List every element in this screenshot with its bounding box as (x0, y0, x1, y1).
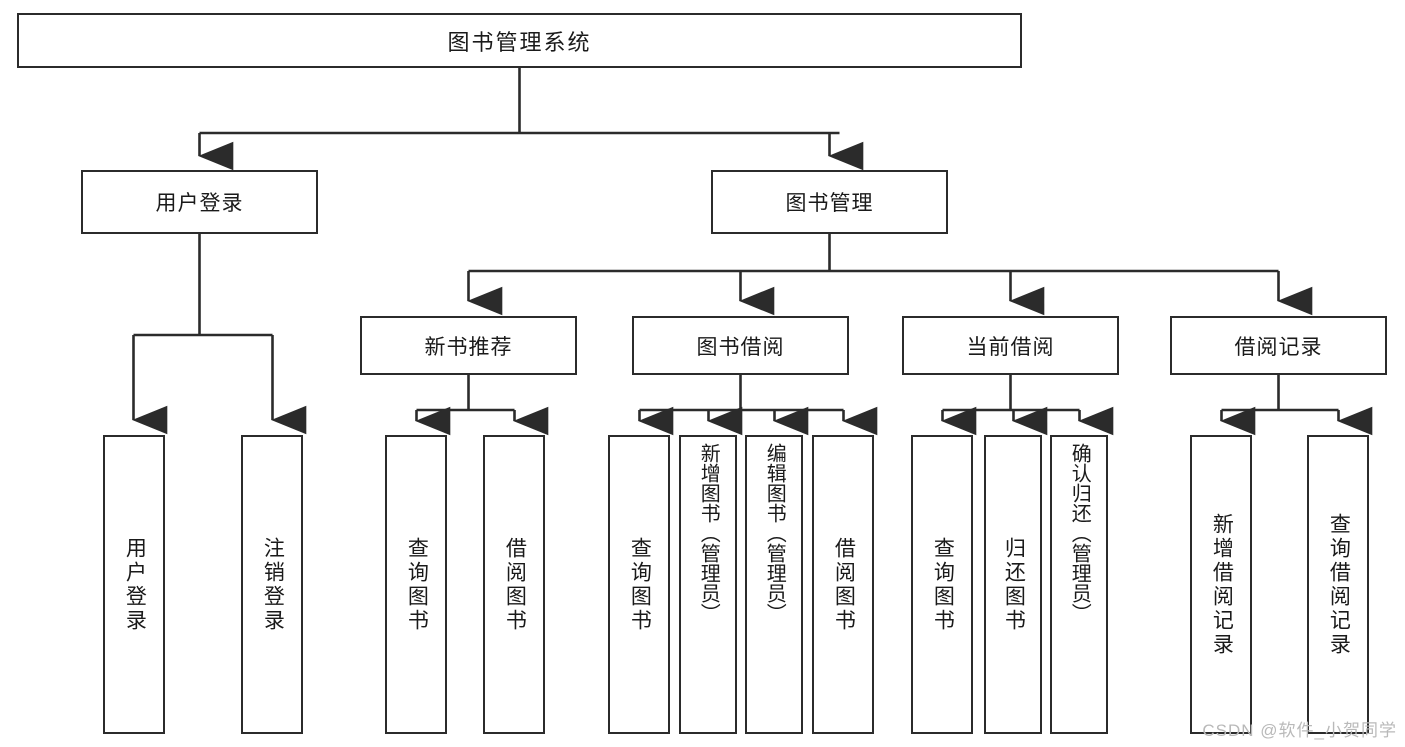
node-leaf-return-book-label: 归还图书 (1002, 536, 1026, 633)
node-leaf-edit-book-label: 编辑图书（管理员） (763, 443, 786, 623)
node-leaf-return-book[interactable]: 归还图书 (984, 435, 1042, 734)
node-leaf-confirm-return[interactable]: 确认归还（管理员） (1050, 435, 1108, 734)
node-book-borrow-label: 图书借阅 (696, 335, 785, 359)
node-leaf-borrow-book-2[interactable]: 借阅图书 (812, 435, 874, 734)
node-leaf-user-login[interactable]: 用户登录 (103, 435, 165, 734)
node-leaf-borrow-book-1-label: 借阅图书 (503, 536, 527, 633)
node-user-login[interactable]: 用户登录 (81, 170, 318, 234)
node-book-manage[interactable]: 图书管理 (711, 170, 948, 234)
node-leaf-query-book-2[interactable]: 查询图书 (608, 435, 670, 734)
node-leaf-borrow-book-2-label: 借阅图书 (832, 536, 856, 633)
node-user-login-label: 用户登录 (155, 192, 244, 215)
node-borrow-record-label: 借阅记录 (1234, 335, 1323, 359)
node-new-book-rec[interactable]: 新书推荐 (360, 316, 577, 375)
node-leaf-add-record[interactable]: 新增借阅记录 (1190, 435, 1252, 734)
node-leaf-add-book[interactable]: 新增图书（管理员） (679, 435, 737, 734)
node-leaf-query-record-label: 查询借阅记录 (1327, 512, 1351, 657)
node-leaf-logout-label: 注销登录 (261, 536, 285, 633)
node-new-book-rec-label: 新书推荐 (424, 335, 513, 359)
node-leaf-edit-book[interactable]: 编辑图书（管理员） (745, 435, 803, 734)
node-book-manage-label: 图书管理 (785, 192, 874, 215)
node-leaf-borrow-book-1[interactable]: 借阅图书 (483, 435, 545, 734)
node-leaf-query-record[interactable]: 查询借阅记录 (1307, 435, 1369, 734)
watermark: CSDN @软件_小贺同学 (1202, 721, 1397, 740)
node-leaf-add-record-label: 新增借阅记录 (1210, 512, 1234, 657)
node-leaf-user-login-label: 用户登录 (123, 536, 147, 633)
node-leaf-query-book-3[interactable]: 查询图书 (911, 435, 973, 734)
node-current-borrow-label: 当前借阅 (966, 335, 1055, 359)
node-leaf-query-book-2-label: 查询图书 (628, 536, 652, 633)
node-leaf-query-book-1[interactable]: 查询图书 (385, 435, 447, 734)
node-root-label: 图书管理系统 (447, 29, 592, 55)
node-leaf-query-book-3-label: 查询图书 (931, 536, 955, 633)
node-leaf-add-book-label: 新增图书（管理员） (697, 443, 720, 623)
node-current-borrow[interactable]: 当前借阅 (902, 316, 1119, 375)
node-leaf-query-book-1-label: 查询图书 (405, 536, 429, 633)
node-borrow-record[interactable]: 借阅记录 (1170, 316, 1387, 375)
node-leaf-logout[interactable]: 注销登录 (241, 435, 303, 734)
node-book-borrow[interactable]: 图书借阅 (632, 316, 849, 375)
node-leaf-confirm-return-label: 确认归还（管理员） (1068, 443, 1091, 623)
node-root[interactable]: 图书管理系统 (17, 13, 1022, 68)
